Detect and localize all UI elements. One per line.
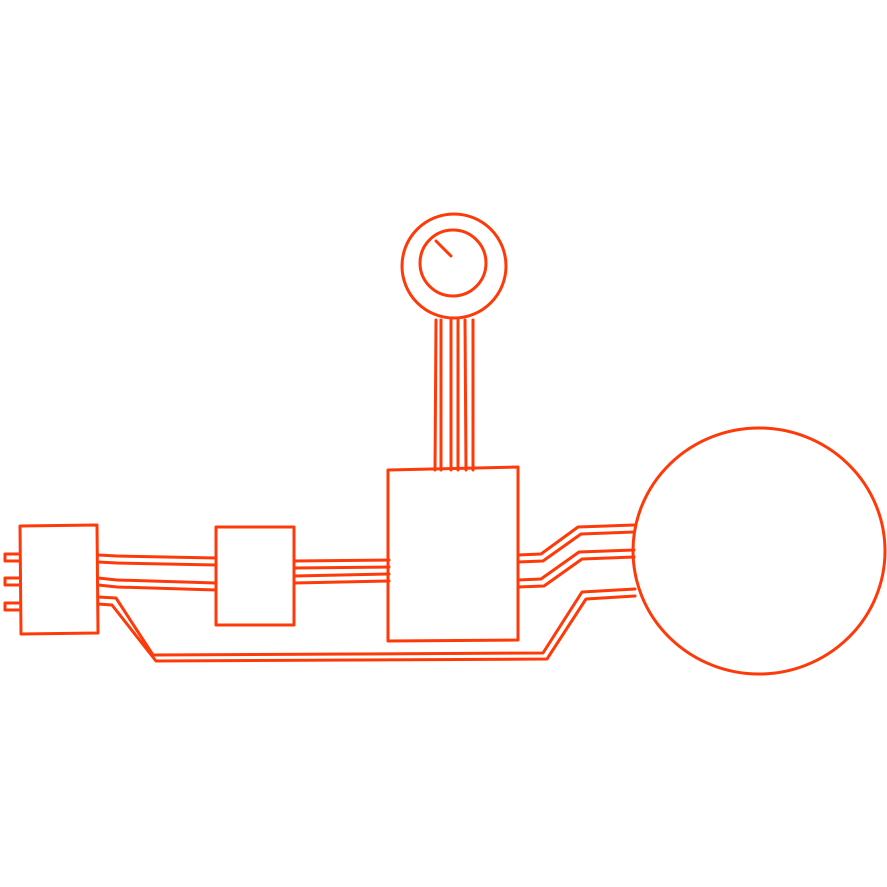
plug-pin-icon [3,601,22,612]
dial [400,212,508,320]
wires-main-to-circle [516,523,636,589]
wire [96,583,218,592]
left-box-outline [18,523,100,636]
wire [516,523,636,557]
dial-outer-ring [400,212,508,320]
plug-pin-icon [3,552,22,563]
wire [96,594,637,663]
return-wire [96,587,637,663]
wire [292,565,391,570]
wires-middle-to-main [292,558,391,585]
wire [516,555,636,589]
dial-knob-icon [418,228,488,298]
wire [96,553,218,560]
wire [433,318,438,472]
wire [516,530,636,564]
dial-pointer [434,239,453,258]
left-box [3,523,100,636]
wire [292,558,391,563]
left-box-pins [3,552,22,612]
wire [292,572,391,578]
wire [96,576,218,585]
wire [516,548,636,582]
wires-main-to-dial [433,318,475,472]
large-circle [631,426,887,676]
main-box [386,465,520,643]
middle-box [214,525,296,627]
wire [96,587,637,657]
plug-pin-icon [3,576,22,587]
wire [463,318,468,472]
wires-left-to-middle [96,553,218,592]
wire [96,560,218,567]
wire [292,579,391,585]
